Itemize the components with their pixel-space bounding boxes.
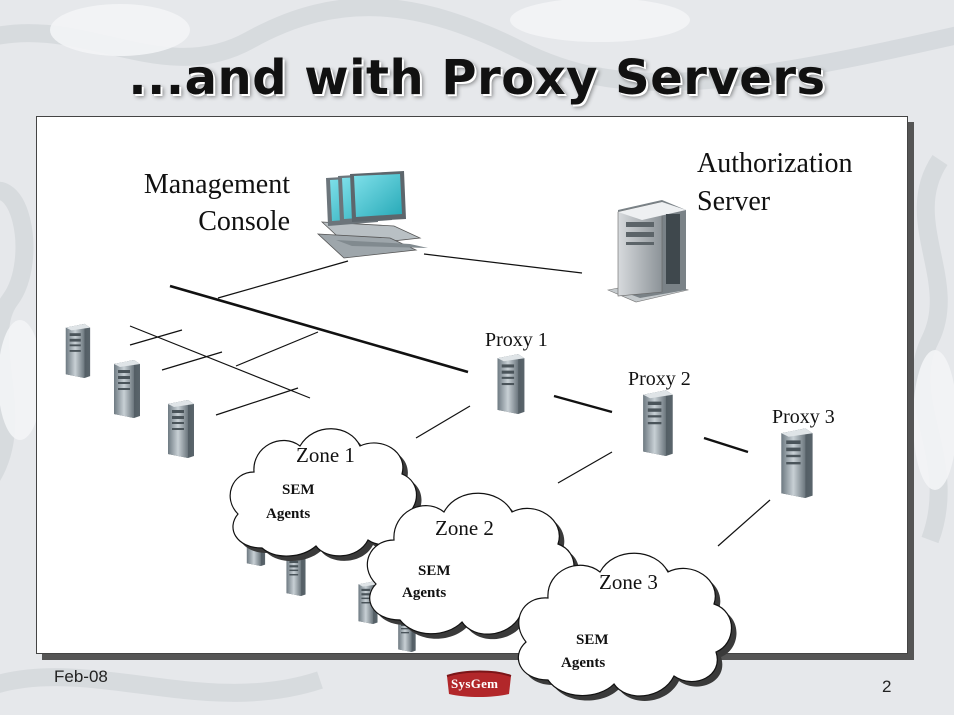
cloud-icon — [229, 428, 422, 562]
zone-3-label: Zone 3 — [599, 570, 658, 594]
zone-2-agents-label: Agents — [402, 585, 446, 601]
zone-1-agents-label: SEM — [282, 482, 315, 498]
management-console-label: Management — [144, 169, 290, 200]
page-number: 2 — [882, 677, 892, 696]
proxy-2-label: Proxy 2 — [628, 368, 691, 390]
tower-server-icon — [114, 360, 140, 418]
zone-2-label: Zone 2 — [435, 516, 494, 540]
zone-2-agents-label: SEM — [418, 563, 451, 579]
authorization-server-label: Authorization — [697, 148, 853, 179]
logo-text: SysGem — [451, 676, 499, 691]
footer-date: Feb-08 — [54, 667, 108, 686]
tower-server-icon — [168, 400, 194, 458]
proxy-3-label: Proxy 3 — [772, 406, 835, 428]
zone-3-agents-label: Agents — [561, 655, 605, 671]
management-console-label: Console — [198, 206, 290, 237]
tower-server-icon — [643, 390, 673, 456]
tower-server-icon — [497, 354, 525, 414]
zone-3-agents-label: SEM — [576, 632, 609, 648]
connection-lines — [129, 253, 771, 547]
proxy-1-label: Proxy 1 — [485, 329, 548, 351]
authorization-server-label: Server — [697, 186, 771, 217]
tower-server-icon — [606, 200, 690, 303]
monitor-icon — [316, 171, 428, 259]
zone-1-agents-label: Agents — [266, 506, 310, 522]
slide-title: ...and with Proxy Servers — [128, 50, 826, 106]
zone-1-label: Zone 1 — [296, 443, 355, 467]
cloud-icon — [517, 552, 737, 701]
tower-server-icon — [781, 428, 813, 498]
tower-server-icon — [65, 323, 91, 378]
sysgem-logo — [446, 670, 512, 697]
